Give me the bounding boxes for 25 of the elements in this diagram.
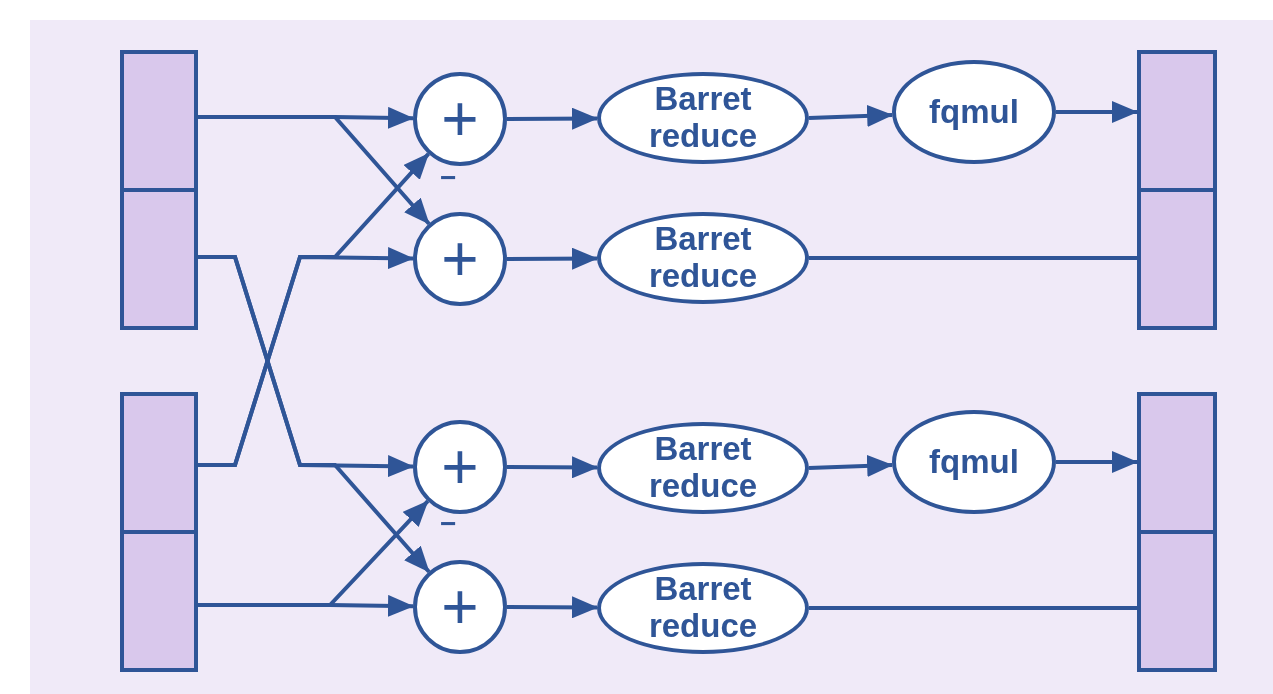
arrow	[808, 454, 894, 477]
plus-sign: +	[441, 227, 479, 291]
arrow	[1056, 451, 1138, 473]
operation-label: Barret reduce	[647, 81, 759, 155]
operation-label: Barret reduce	[647, 571, 759, 645]
plus-sign: +	[441, 575, 479, 639]
operation-label: Barret reduce	[647, 431, 759, 505]
arrow	[1056, 101, 1138, 123]
arrow	[808, 104, 894, 127]
minus-sign: −	[440, 510, 457, 538]
operation-label: fqmul	[929, 443, 1019, 481]
arrow	[507, 456, 598, 479]
arrow	[198, 594, 414, 617]
plus-sign: +	[441, 87, 479, 151]
arrow	[507, 107, 598, 130]
operation-label: Barret reduce	[647, 221, 759, 295]
arrow	[198, 115, 431, 226]
arrow	[507, 596, 598, 619]
plus-sign: +	[441, 435, 479, 499]
arrow	[198, 255, 431, 574]
connector-line	[809, 256, 1137, 260]
minus-sign: −	[440, 164, 457, 192]
arrow	[507, 247, 598, 270]
operation-label: fqmul	[929, 93, 1019, 131]
connector-line	[809, 606, 1137, 610]
